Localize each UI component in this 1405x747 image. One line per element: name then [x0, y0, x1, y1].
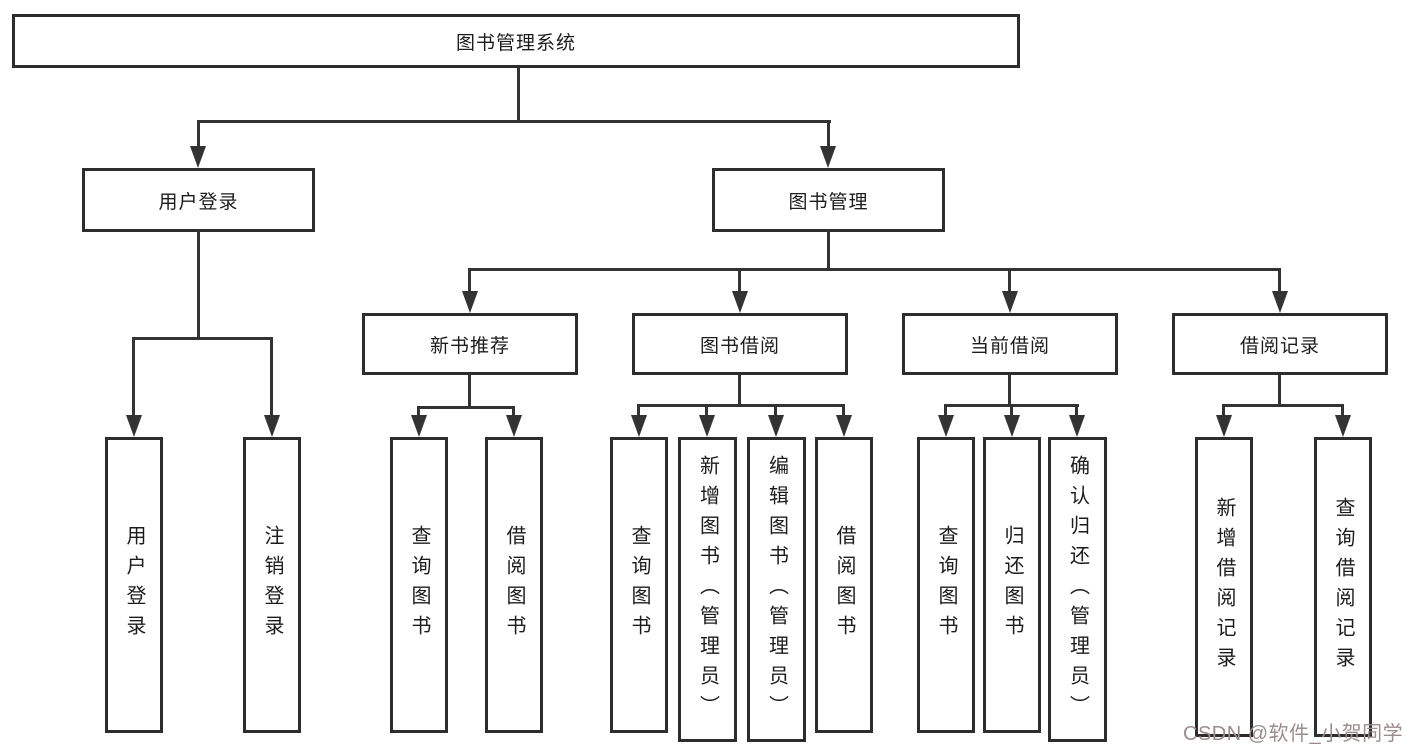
- leaf-add-book-admin-label: 新增图书（管理员）: [696, 454, 719, 725]
- arrow-down-icon: [699, 415, 715, 437]
- connector-line: [827, 231, 830, 269]
- connector-line: [517, 68, 520, 121]
- leaf-query-borrow-record-label: 查询借阅记录: [1332, 497, 1354, 677]
- leaf-query-books-current-label: 查询图书: [935, 525, 957, 645]
- node-current-borrow: 当前借阅: [902, 313, 1118, 375]
- connector-line: [1008, 268, 1011, 293]
- node-borrow-records-label: 借阅记录: [1239, 335, 1320, 357]
- connector-line: [944, 404, 947, 417]
- arrow-down-icon: [1216, 415, 1232, 437]
- connector-line: [197, 120, 200, 147]
- arrow-down-icon: [836, 415, 852, 437]
- connector-line: [1008, 374, 1011, 406]
- arrow-down-icon: [264, 415, 280, 437]
- arrow-down-icon: [820, 146, 836, 168]
- node-borrow-records: 借阅记录: [1172, 313, 1388, 375]
- leaf-add-borrow-record-label: 新增借阅记录: [1213, 497, 1235, 677]
- arrow-down-icon: [1069, 415, 1085, 437]
- connector-line: [1222, 404, 1225, 417]
- arrow-down-icon: [1002, 291, 1018, 313]
- arrow-down-icon: [411, 415, 427, 437]
- leaf-logout-label: 注销登录: [261, 525, 283, 645]
- leaf-user-login-label: 用户登录: [123, 525, 145, 645]
- connector-line: [512, 406, 515, 417]
- leaf-borrow-books-recommend: 借阅图书: [485, 437, 543, 733]
- node-book-borrow: 图书借阅: [632, 313, 848, 375]
- connector-line: [197, 120, 831, 123]
- arrow-down-icon: [938, 415, 954, 437]
- leaf-query-books-borrow: 查询图书: [610, 437, 668, 733]
- arrow-down-icon: [126, 415, 142, 437]
- node-user-login: 用户登录: [82, 168, 315, 232]
- leaf-logout: 注销登录: [243, 437, 301, 733]
- arrow-down-icon: [768, 415, 784, 437]
- arrow-down-icon: [190, 146, 206, 168]
- connector-line: [637, 404, 845, 407]
- leaf-borrow-books-label: 借阅图书: [833, 525, 855, 645]
- leaf-add-book-admin: 新增图书（管理员）: [678, 437, 737, 742]
- connector-line: [1341, 404, 1344, 417]
- arrow-down-icon: [631, 415, 647, 437]
- connector-line: [637, 404, 640, 417]
- node-book-management: 图书管理: [712, 168, 945, 232]
- arrow-down-icon: [462, 291, 478, 313]
- arrow-down-icon: [1335, 415, 1351, 437]
- connector-line: [1075, 404, 1078, 417]
- leaf-user-login: 用户登录: [105, 437, 163, 733]
- connector-line: [132, 337, 273, 340]
- leaf-confirm-return-admin: 确认归还（管理员）: [1048, 437, 1107, 742]
- leaf-return-book: 归还图书: [983, 437, 1041, 733]
- connector-line: [705, 404, 708, 417]
- node-new-book-recommend: 新书推荐: [362, 313, 578, 375]
- arrow-down-icon: [1272, 291, 1288, 313]
- connector-line: [468, 268, 471, 293]
- connector-line: [842, 404, 845, 417]
- leaf-return-book-label: 归还图书: [1001, 525, 1023, 645]
- watermark: CSDN @软件_小贺同学: [1183, 723, 1404, 745]
- leaf-query-books-borrow-label: 查询图书: [628, 525, 650, 645]
- arrow-down-icon: [506, 415, 522, 437]
- node-book-management-label: 图书管理: [788, 191, 869, 213]
- arrow-down-icon: [1004, 415, 1020, 437]
- node-user-login-label: 用户登录: [158, 191, 239, 213]
- connector-line: [197, 231, 200, 337]
- connector-line: [417, 406, 420, 417]
- arrow-down-icon: [732, 291, 748, 313]
- connector-line: [827, 120, 830, 147]
- connector-line: [468, 268, 1281, 271]
- leaf-query-books-current: 查询图书: [917, 437, 975, 733]
- leaf-query-borrow-record: 查询借阅记录: [1314, 437, 1372, 737]
- connector-line: [1278, 374, 1281, 406]
- node-current-borrow-label: 当前借阅: [969, 335, 1050, 357]
- connector-line: [774, 404, 777, 417]
- leaf-add-borrow-record: 新增借阅记录: [1195, 437, 1253, 737]
- connector-line: [1278, 268, 1281, 293]
- leaf-edit-book-admin-label: 编辑图书（管理员）: [765, 454, 788, 725]
- connector-line: [1010, 404, 1013, 417]
- leaf-borrow-books-recommend-label: 借阅图书: [503, 525, 525, 645]
- node-root-label: 图书管理系统: [455, 32, 576, 54]
- connector-line: [1222, 404, 1344, 407]
- node-book-borrow-label: 图书借阅: [699, 335, 780, 357]
- connector-line: [738, 374, 741, 406]
- leaf-edit-book-admin: 编辑图书（管理员）: [747, 437, 806, 742]
- connector-line: [270, 337, 273, 416]
- leaf-borrow-books: 借阅图书: [815, 437, 873, 733]
- node-new-book-recommend-label: 新书推荐: [429, 335, 510, 357]
- leaf-query-books-recommend-label: 查询图书: [408, 525, 430, 645]
- connector-line: [132, 337, 135, 416]
- connector-line: [468, 374, 471, 409]
- connector-line: [738, 268, 741, 293]
- leaf-confirm-return-admin-label: 确认归还（管理员）: [1066, 454, 1089, 725]
- node-root: 图书管理系统: [12, 14, 1020, 68]
- leaf-query-books-recommend: 查询图书: [390, 437, 448, 733]
- connector-line: [417, 406, 515, 409]
